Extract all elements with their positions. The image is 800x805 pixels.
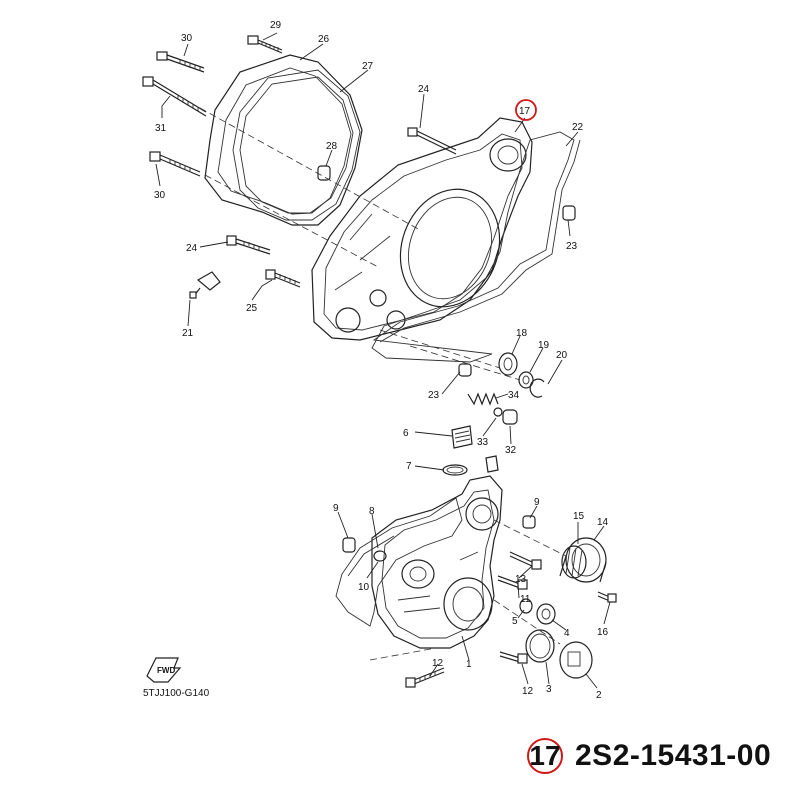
callout: 19 — [538, 340, 550, 351]
callout: 24 — [418, 84, 430, 95]
selected-part-number: 2S2-15431-00 — [575, 739, 772, 772]
callout: 24 — [186, 243, 198, 254]
selected-part-ref-badge: 17 — [527, 738, 563, 774]
forward-arrow-icon: FWD — [146, 657, 182, 683]
bolt-12-left — [405, 667, 445, 688]
clutch-cover-gasket — [232, 69, 361, 221]
bolt-30-top — [156, 51, 205, 73]
oil-fitting — [189, 271, 221, 299]
callout: 6 — [403, 428, 409, 439]
dowel-pin-9-right — [522, 515, 536, 529]
callout: 10 — [358, 582, 370, 593]
oil-filler-plug — [451, 425, 473, 449]
callout: 23 — [566, 241, 578, 252]
callout: 3 — [546, 684, 552, 695]
callout: 4 — [564, 628, 570, 639]
bolt-16 — [597, 591, 617, 603]
drain-plug — [559, 641, 593, 679]
right-cover-gasket — [335, 497, 463, 627]
callout: 27 — [362, 61, 374, 72]
crankcase-cover — [311, 117, 533, 341]
callout: 16 — [597, 627, 609, 638]
alignment-lines-upper — [199, 107, 521, 381]
right-crankcase-cover — [371, 475, 503, 649]
callout: 28 — [326, 141, 338, 152]
bolt-30-bottom — [149, 151, 201, 177]
highlight-circle — [515, 99, 537, 121]
callout: 13 — [515, 574, 527, 585]
bolt-13 — [509, 551, 542, 570]
callout: 18 — [516, 328, 528, 339]
oil-seal — [498, 352, 518, 376]
callout: 34 — [508, 390, 520, 401]
callout: 33 — [477, 437, 489, 448]
callout: 30 — [181, 33, 193, 44]
callout: 12 — [432, 658, 444, 669]
callout: 9 — [534, 497, 540, 508]
callout: 14 — [597, 517, 609, 528]
callout: 5 — [512, 616, 518, 627]
spring — [467, 392, 499, 406]
bolt-12-right — [499, 651, 528, 664]
dowel-pin — [317, 165, 331, 181]
selected-part-info: 17 2S2-15431-00 — [527, 732, 771, 780]
callout: 20 — [556, 350, 568, 361]
o-ring-small — [373, 550, 387, 562]
callout: 30 — [154, 190, 166, 201]
bolt-29 — [247, 35, 283, 54]
bolt-24-left — [226, 235, 271, 255]
o-ring — [442, 464, 468, 476]
callout: 26 — [318, 34, 330, 45]
clutch-cover-outer — [204, 54, 363, 226]
circlip — [529, 378, 545, 398]
callout-labels: 1 2 3 4 5 6 7 8 9 9 10 11 12 12 13 14 15… — [154, 20, 609, 701]
check-ball — [493, 407, 503, 417]
callout: 32 — [505, 445, 517, 456]
dowel-pin-23-lower — [458, 363, 472, 377]
oil-filter-cover — [559, 537, 607, 583]
o-ring-large — [525, 629, 555, 663]
callout: 12 — [522, 686, 534, 697]
callout: 15 — [573, 511, 585, 522]
breather-fitting — [485, 455, 499, 473]
bolt-24-top — [407, 127, 457, 155]
alignment-lines-lower — [369, 519, 567, 661]
callout: 1 — [466, 659, 472, 670]
callout: 7 — [406, 461, 412, 472]
diagram-code-label: 5TJJ100-G140 — [143, 688, 210, 699]
bolt-31 — [142, 76, 207, 117]
callout: 11 — [520, 594, 531, 605]
callout: 23 — [428, 390, 440, 401]
callout: 17 — [519, 106, 531, 117]
bolt-25 — [265, 269, 301, 288]
callout: 21 — [182, 328, 194, 339]
callout: 9 — [333, 503, 339, 514]
callout: 8 — [369, 506, 375, 517]
callout: 29 — [270, 20, 282, 31]
svg-text:FWD: FWD — [157, 666, 175, 675]
callout: 22 — [572, 122, 584, 133]
callout: 25 — [246, 303, 258, 314]
leader-lines — [155, 32, 611, 689]
callout: 31 — [155, 123, 167, 134]
oil-filter — [561, 545, 587, 579]
dowel-pin-9-left — [342, 537, 356, 553]
cap — [536, 603, 556, 625]
callout: 2 — [596, 690, 602, 701]
plug — [502, 409, 518, 425]
dowel-pin-23-right — [562, 205, 576, 221]
crankcase-cover-gasket — [371, 131, 581, 363]
seal-small — [519, 598, 533, 614]
